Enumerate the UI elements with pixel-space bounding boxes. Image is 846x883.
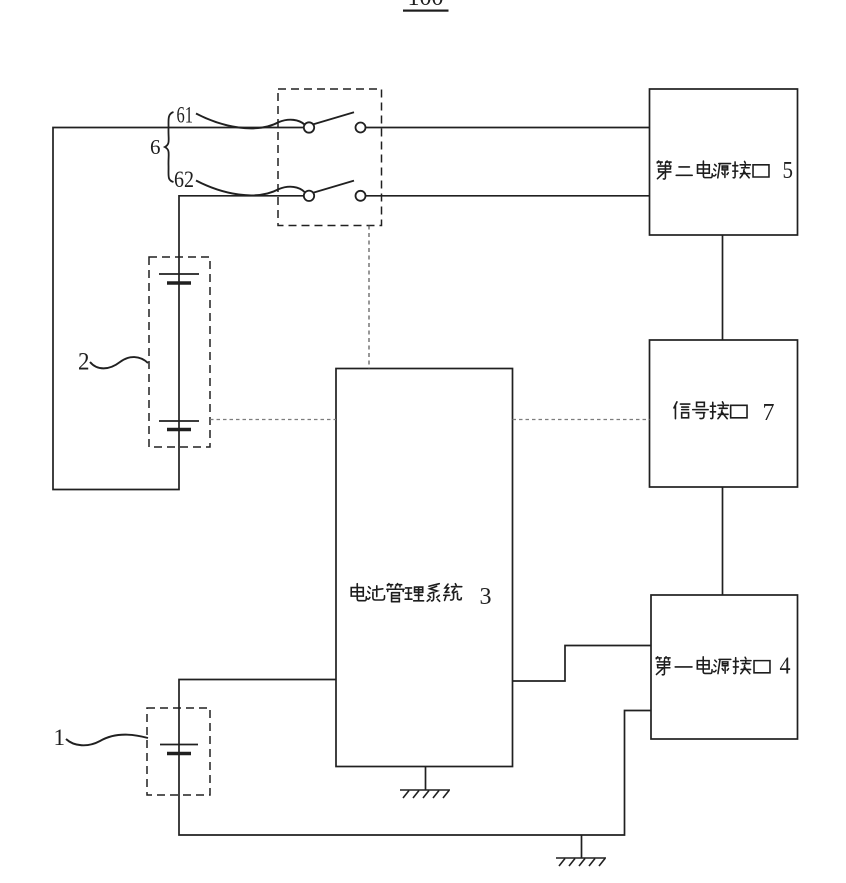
svg-text:5: 5 [783, 158, 794, 184]
svg-text:100: 100 [408, 0, 444, 11]
svg-text:1: 1 [54, 725, 66, 750]
svg-text:62: 62 [174, 167, 194, 192]
svg-text:3: 3 [480, 584, 492, 610]
svg-text:2: 2 [78, 349, 90, 376]
svg-text:61: 61 [177, 103, 194, 128]
svg-text:6: 6 [150, 135, 161, 159]
svg-text:7: 7 [763, 400, 775, 426]
svg-text:4: 4 [780, 654, 791, 680]
